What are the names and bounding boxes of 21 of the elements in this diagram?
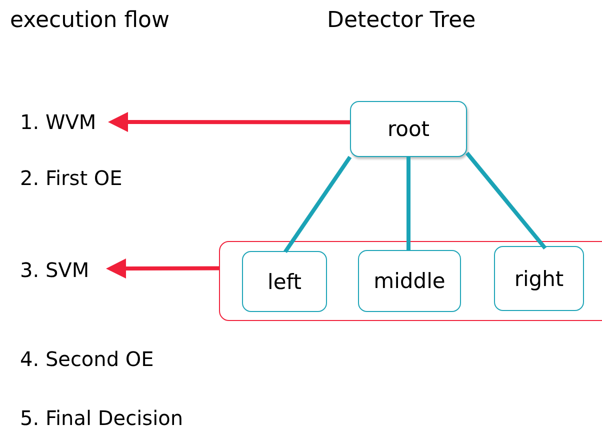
- heading: execution flow: [10, 8, 170, 34]
- connector-line: [406, 157, 410, 250]
- node-label: right: [514, 266, 564, 290]
- detector-box: [242, 251, 327, 312]
- step-text: 1. WVM: [20, 110, 96, 134]
- connector-line: [284, 156, 352, 253]
- detector-box: [494, 246, 584, 311]
- step-text: 5. Final Decision: [20, 406, 184, 430]
- arrow: [106, 258, 219, 279]
- group-box: [219, 241, 602, 321]
- step-text: 4. Second OE: [20, 347, 154, 371]
- detector-box: [358, 250, 461, 312]
- connector-line: [465, 152, 547, 250]
- node-label: middle: [374, 269, 446, 293]
- detector-box: [350, 101, 467, 157]
- step-text: 3. SVM: [20, 258, 90, 282]
- heading: Detector Tree: [327, 8, 476, 34]
- arrow: [108, 112, 350, 132]
- node-label: left: [267, 270, 302, 294]
- node-label: root: [387, 117, 430, 141]
- step-text: 2. First OE: [20, 166, 122, 190]
